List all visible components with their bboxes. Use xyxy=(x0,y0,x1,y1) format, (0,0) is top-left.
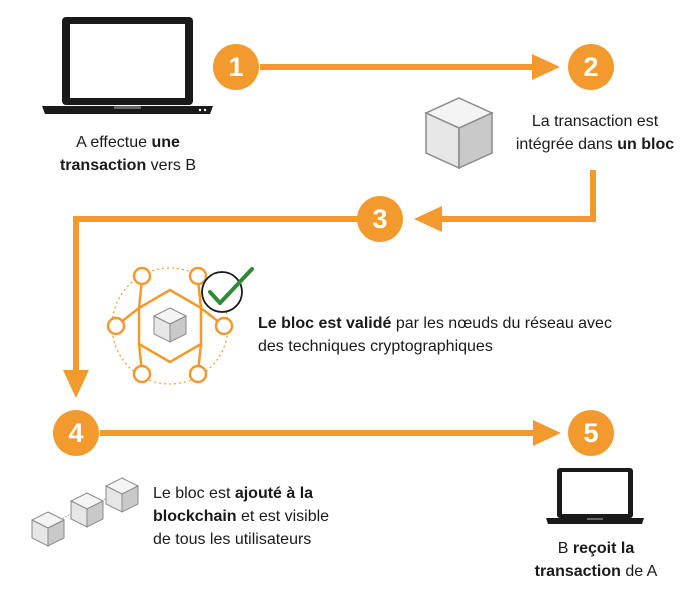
step-4-circle: 4 xyxy=(53,410,99,456)
step-2-circle: 2 xyxy=(568,44,614,90)
step-3-circle: 3 xyxy=(357,196,403,242)
cube-icon xyxy=(424,97,494,170)
step-2-caption: La transaction est intégrée dans un bloc xyxy=(515,113,675,153)
step-3-caption: Le bloc est validé par les nœuds du rése… xyxy=(258,315,612,355)
step-1-circle: 1 xyxy=(213,44,259,90)
step-5-caption: B reçoit la transaction de A xyxy=(534,540,658,580)
laptop-icon xyxy=(42,17,213,114)
arrowhead-1 xyxy=(532,54,560,80)
arrow-2-to-3 xyxy=(440,170,596,222)
checkmark-icon xyxy=(201,267,254,313)
step-1-caption: A effectue une transaction vers B xyxy=(59,134,197,174)
blockchain-icon xyxy=(30,477,140,547)
arrowhead-3 xyxy=(414,206,442,232)
arrowhead-5 xyxy=(533,420,561,446)
arrow-3-to-4 xyxy=(73,216,358,370)
step-5-circle: 5 xyxy=(568,410,614,456)
step-4-caption: Le bloc est ajouté à la blockchain et es… xyxy=(153,485,330,548)
laptop-icon xyxy=(546,468,644,524)
arrowhead-4 xyxy=(63,370,89,398)
network-validation-icon xyxy=(106,266,234,385)
